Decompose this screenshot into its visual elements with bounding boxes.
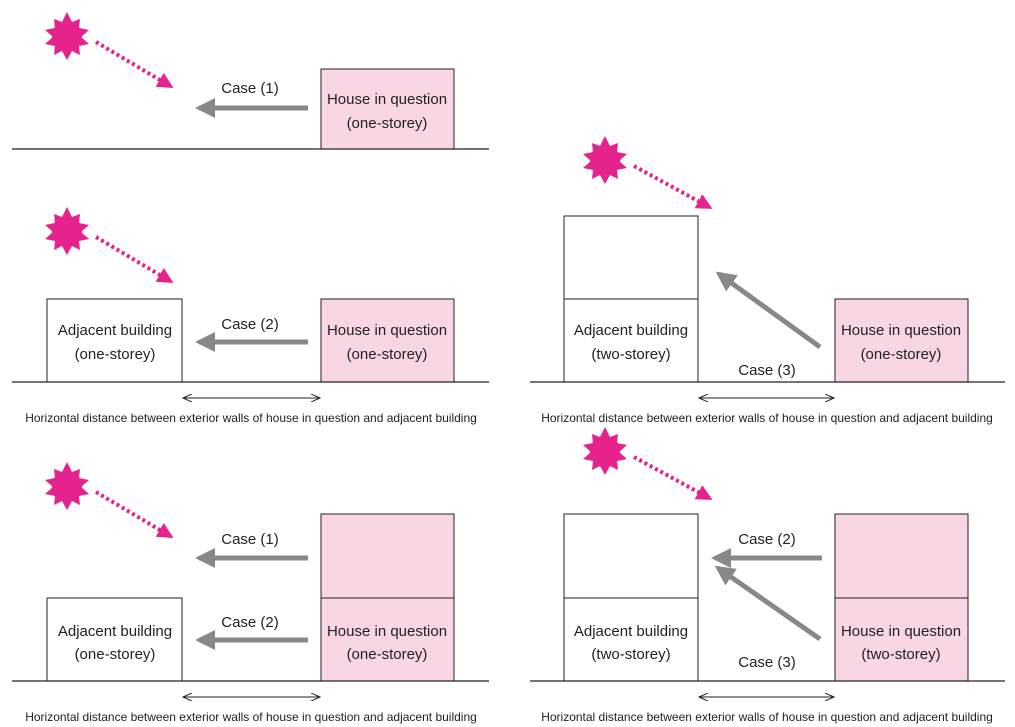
adjacent-label: Adjacent building [58, 322, 172, 339]
house-storey-label: (one-storey) [347, 646, 428, 663]
case-3-arrow [715, 271, 822, 350]
distance-caption: Horizontal distance between exterior wal… [541, 411, 993, 425]
case-2-label: Case (2) [738, 531, 796, 548]
house-storey-label: (two-storey) [861, 646, 940, 663]
sun-icon [583, 427, 627, 475]
adjacent-lower-storey [563, 597, 699, 682]
house-storey-label: (one-storey) [347, 346, 428, 363]
house-label: House in question [327, 623, 447, 640]
house-lower-storey [834, 597, 969, 682]
sun-ray-arrow [94, 490, 174, 539]
house-label: House in question [327, 322, 447, 339]
house-label: House in question [841, 623, 961, 640]
adjacent-label: Adjacent building [574, 322, 688, 339]
case-2-label: Case (2) [221, 316, 279, 333]
adjacent-upper-storey [563, 215, 699, 300]
sun-icon [45, 462, 89, 510]
panel-top-left: House in question (one-storey) Case (1) [12, 12, 489, 150]
adjacent-label: Adjacent building [58, 623, 172, 640]
adjacent-storey-label: (one-storey) [75, 346, 156, 363]
adjacent-storey-label: (one-storey) [75, 646, 156, 663]
panel-middle-right: Adjacent building (two-storey) House in … [530, 136, 1005, 425]
case-2-label: Case (2) [221, 614, 279, 631]
adjacent-upper-storey [563, 513, 699, 599]
panel-bottom-right: Adjacent building (two-storey) House in … [530, 427, 1005, 724]
sun-icon [45, 12, 89, 60]
sun-icon [583, 136, 627, 184]
distance-caption: Horizontal distance between exterior wal… [25, 411, 477, 425]
house-storey-label: (one-storey) [861, 346, 942, 363]
case-3-label: Case (3) [738, 362, 796, 379]
distance-caption: Horizontal distance between exterior wal… [25, 710, 477, 724]
adjacent-label: Adjacent building [574, 623, 688, 640]
case-1-label: Case (1) [221, 531, 279, 548]
panel-bottom-left: Adjacent building (one-storey) House in … [12, 462, 489, 724]
house-storey-label: (one-storey) [347, 115, 428, 132]
sun-ray-arrow [94, 40, 174, 89]
house-one-storey [320, 68, 455, 150]
case-3-arrow [714, 565, 822, 642]
house-lower-storey [320, 597, 455, 682]
house-one-storey [834, 298, 969, 383]
adjacent-storey-label: (two-storey) [591, 346, 670, 363]
adjacent-lower-storey [563, 298, 699, 383]
distance-caption: Horizontal distance between exterior wal… [541, 710, 993, 724]
panel-middle-left: Adjacent building (one-storey) House in … [12, 207, 489, 425]
adjacent-storey-label: (two-storey) [591, 646, 670, 663]
adjacent-one-storey [46, 298, 183, 383]
house-upper-storey [320, 513, 455, 599]
sun-icon [45, 207, 89, 255]
house-label: House in question [841, 322, 961, 339]
sun-ray-arrow [633, 164, 713, 209]
case-1-label: Case (1) [221, 80, 279, 97]
house-upper-storey [834, 513, 969, 599]
case-3-label: Case (3) [738, 654, 796, 671]
house-label: House in question [327, 91, 447, 108]
sun-ray-arrow [94, 235, 174, 284]
house-one-storey [320, 298, 455, 383]
sun-ray-arrow [633, 455, 713, 500]
